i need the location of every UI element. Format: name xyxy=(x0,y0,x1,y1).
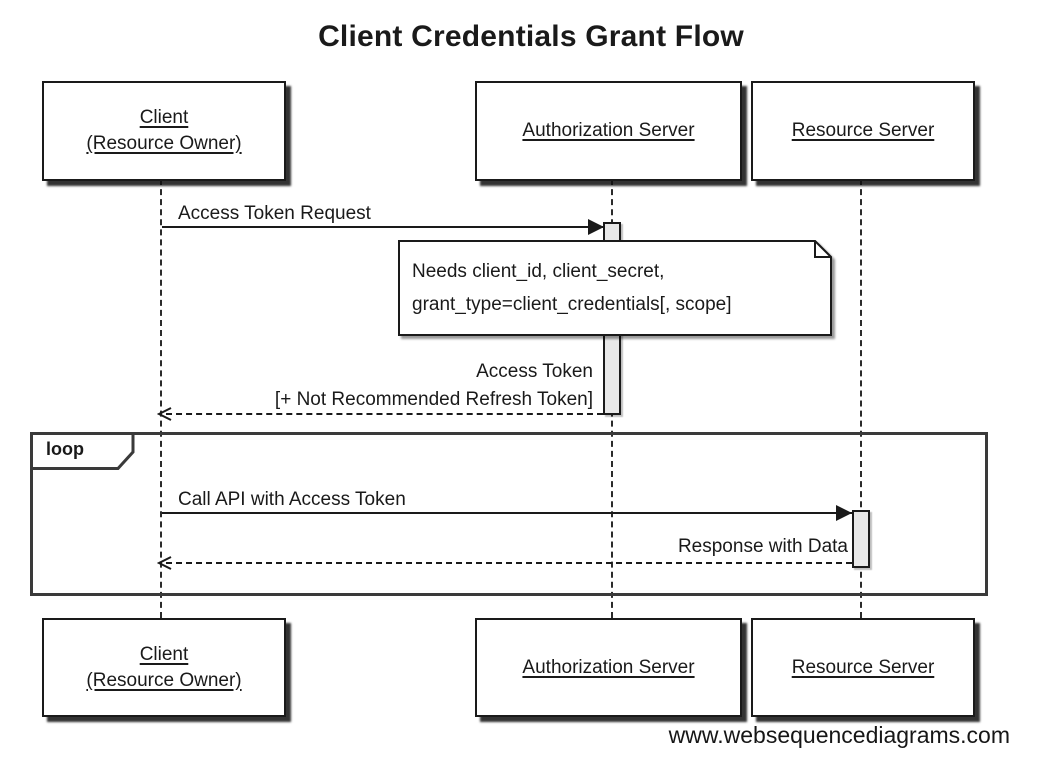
lifeline-client xyxy=(160,179,162,618)
actor-label-client-line-2: (Resource Owner) xyxy=(86,669,242,691)
actor-box-client-top: Client (Resource Owner) xyxy=(42,81,286,181)
actor-box-authorization-server-top: Authorization Server xyxy=(475,81,742,181)
actor-box-resource-server-top: Resource Server xyxy=(751,81,975,181)
actor-label-client-line-1: Client xyxy=(139,643,189,665)
arrowhead-call-api xyxy=(836,505,852,521)
actor-box-client-bottom: Client (Resource Owner) xyxy=(42,618,286,717)
arrowhead-response xyxy=(157,556,172,570)
note-shape xyxy=(398,240,832,336)
activation-resource-server xyxy=(852,510,870,568)
actor-label-resource-server: Resource Server xyxy=(791,120,935,141)
actor-label-client-line-1: Client xyxy=(139,107,189,128)
actor-label-authorization-server: Authorization Server xyxy=(522,656,695,678)
message-label-call-api: Call API with Access Token xyxy=(178,489,406,510)
return-label-line-2: [+ Not Recommended Refresh Token] xyxy=(274,389,593,410)
note-text: Needs client_id, client_secret, grant_ty… xyxy=(412,255,732,321)
actor-box-resource-server-bottom: Resource Server xyxy=(751,618,975,717)
message-line-access-token-request xyxy=(162,226,604,228)
note-line-2: grant_type=client_credentials[, scope] xyxy=(412,294,732,315)
arrowhead-access-token-return xyxy=(157,407,172,421)
actor-label-client-line-2: (Resource Owner) xyxy=(86,133,242,154)
message-label-access-token-return: Access Token [+ Not Recommended Refresh … xyxy=(275,358,593,414)
message-label-response: Response with Data xyxy=(677,536,848,557)
actor-label-resource-server: Resource Server xyxy=(791,656,935,678)
loop-tab-shape xyxy=(30,432,135,470)
message-line-access-token-return xyxy=(166,413,603,415)
actor-box-authorization-server-bottom: Authorization Server xyxy=(475,618,742,717)
actor-label-authorization-server: Authorization Server xyxy=(522,120,695,141)
arrowhead-access-token-request xyxy=(588,219,604,235)
watermark: www.websequencediagrams.com xyxy=(668,722,1010,748)
note-line-1: Needs client_id, client_secret, xyxy=(412,261,665,282)
message-line-response xyxy=(166,562,852,564)
return-label-line-1: Access Token xyxy=(476,361,593,382)
lifeline-resource-server xyxy=(860,179,862,618)
diagram-title: Client Credentials Grant Flow xyxy=(318,20,744,53)
loop-label: loop xyxy=(46,439,84,459)
message-line-call-api xyxy=(162,512,852,514)
loop-fragment-frame xyxy=(30,432,988,596)
message-label-access-token-request: Access Token Request xyxy=(178,203,371,224)
